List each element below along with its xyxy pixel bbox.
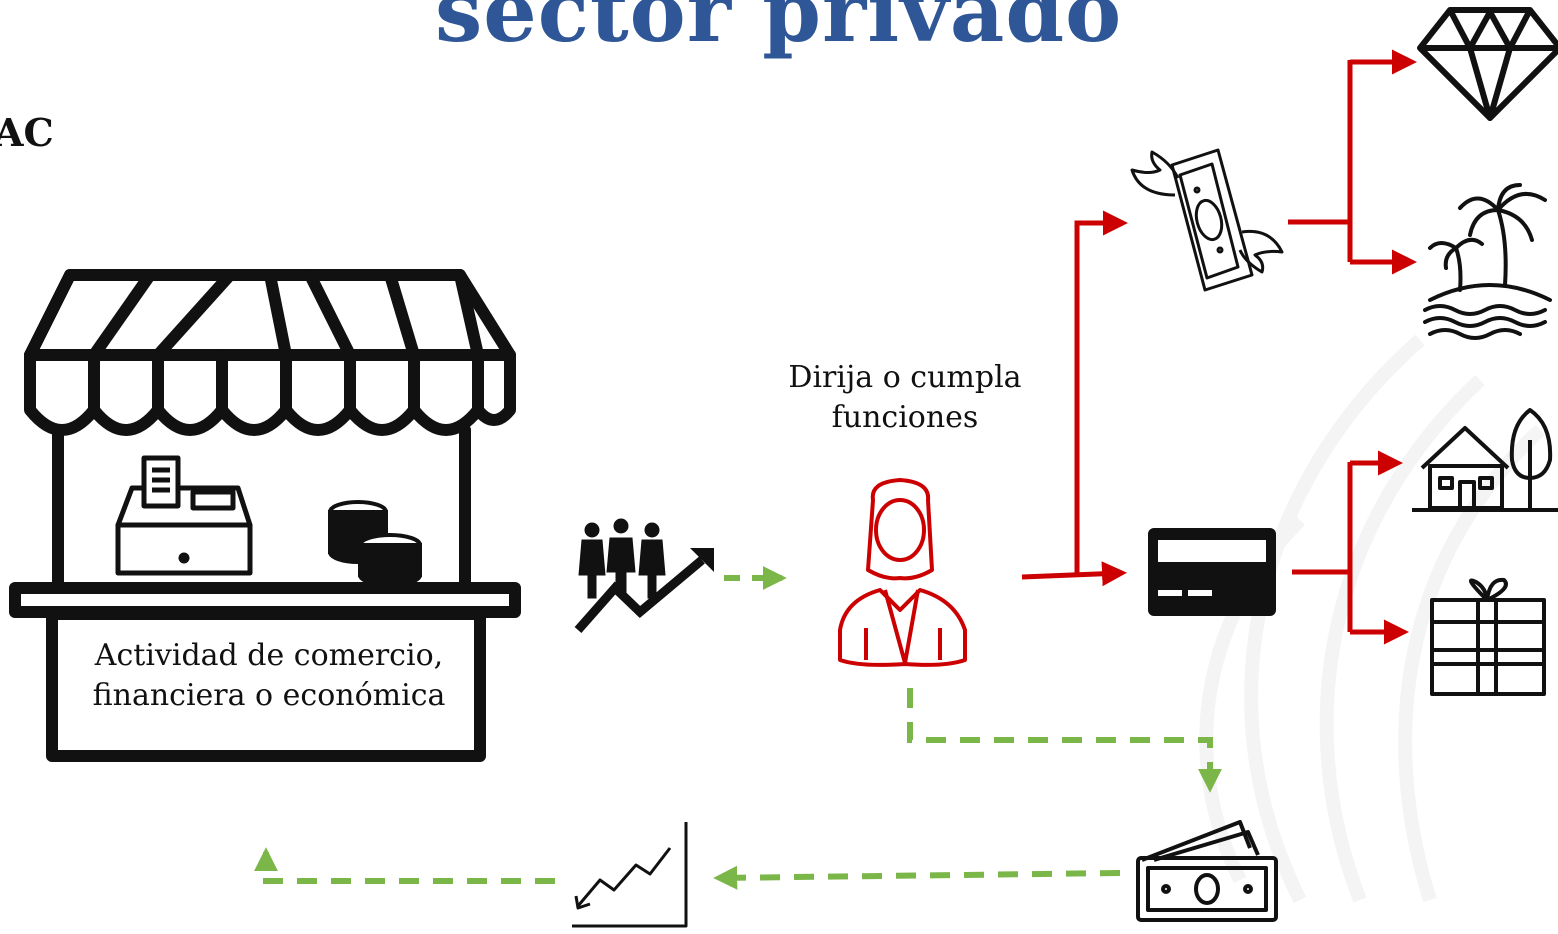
cash-register-icon (115, 455, 253, 576)
growth-chart-icon (572, 822, 688, 928)
credit-card-icon (1148, 528, 1276, 616)
green-return-flow (254, 688, 1222, 890)
gift-icon (1430, 577, 1546, 696)
person-label: Dirija o cumpla funciones (750, 358, 1060, 438)
banknote-icon (1136, 820, 1278, 922)
person-label-line2: funciones (831, 400, 979, 435)
flying-money-icon (1130, 148, 1284, 292)
diamond-icon (1417, 7, 1558, 121)
market-stall-icon (9, 269, 521, 762)
house-icon (1412, 408, 1558, 512)
page-title: sector privado (435, 0, 1123, 61)
stall-label-line2: financiera o económica (92, 678, 446, 713)
person-label-line1: Dirija o cumpla (788, 360, 1022, 395)
woman-icon (838, 478, 967, 667)
coins-icon (328, 500, 422, 587)
red-flow (1021, 49, 1417, 645)
people-growth-icon (574, 518, 714, 633)
stall-label: Actividad de comercio, financiera o econ… (62, 636, 476, 716)
side-text: AC (0, 110, 54, 155)
stall-label-line1: Actividad de comercio, (94, 638, 444, 673)
island-icon (1423, 183, 1552, 340)
